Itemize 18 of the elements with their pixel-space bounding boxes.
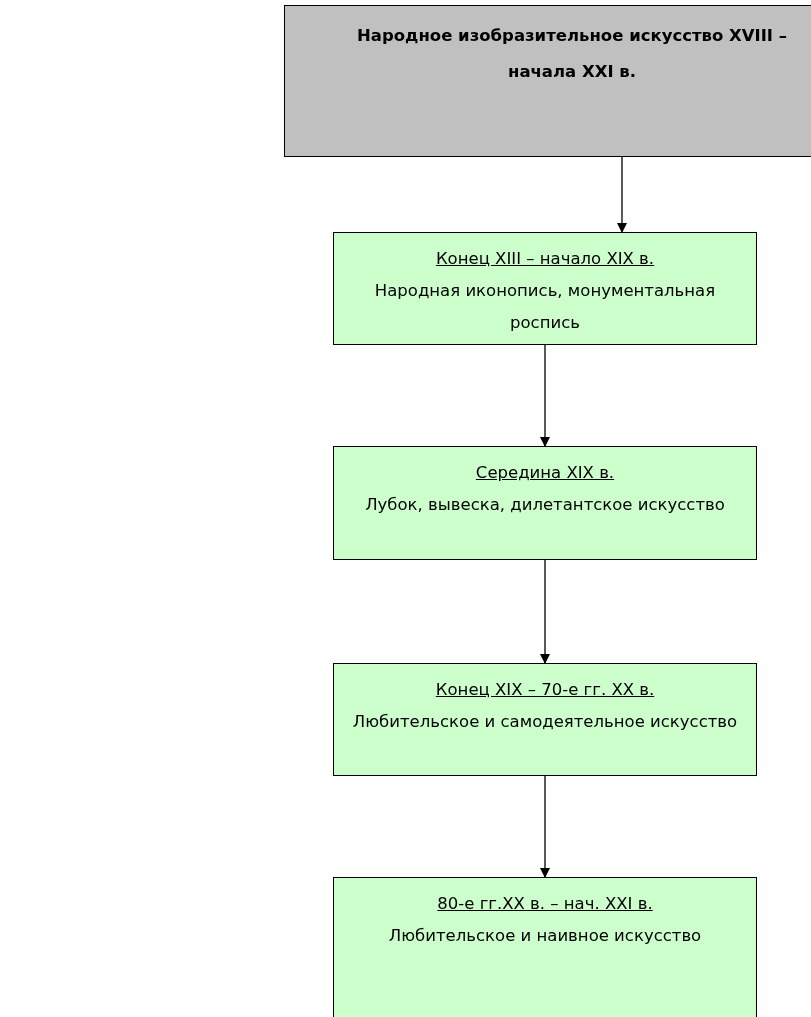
heading: Народное изобразительное искусство XVIII – начала XXI в. bbox=[356, 25, 788, 83]
stage-box bbox=[333, 232, 757, 345]
stage-box bbox=[333, 663, 757, 776]
arrow bbox=[540, 344, 550, 447]
description: Народная иконопись, монументальная роспись bbox=[373, 280, 717, 334]
title-box bbox=[284, 5, 811, 157]
period-label: 80-е гг.XX в. – нач. XXI в. bbox=[437, 893, 653, 915]
description: Любительское и наивное искусство bbox=[388, 925, 702, 947]
period-label: Конец XIII – начало XIX в. bbox=[435, 248, 655, 270]
stage-box bbox=[333, 446, 757, 560]
arrow bbox=[540, 775, 550, 878]
stage-box bbox=[333, 877, 757, 1017]
arrow bbox=[540, 559, 550, 664]
period-label: Конец XIX – 70-е гг. XX в. bbox=[435, 679, 655, 701]
description: Любительское и самодеятельное искусство bbox=[352, 711, 738, 733]
arrow bbox=[617, 156, 627, 233]
description: Лубок, вывеска, дилетантское искусство bbox=[365, 494, 725, 516]
period-label: Середина XIX в. bbox=[475, 462, 615, 484]
